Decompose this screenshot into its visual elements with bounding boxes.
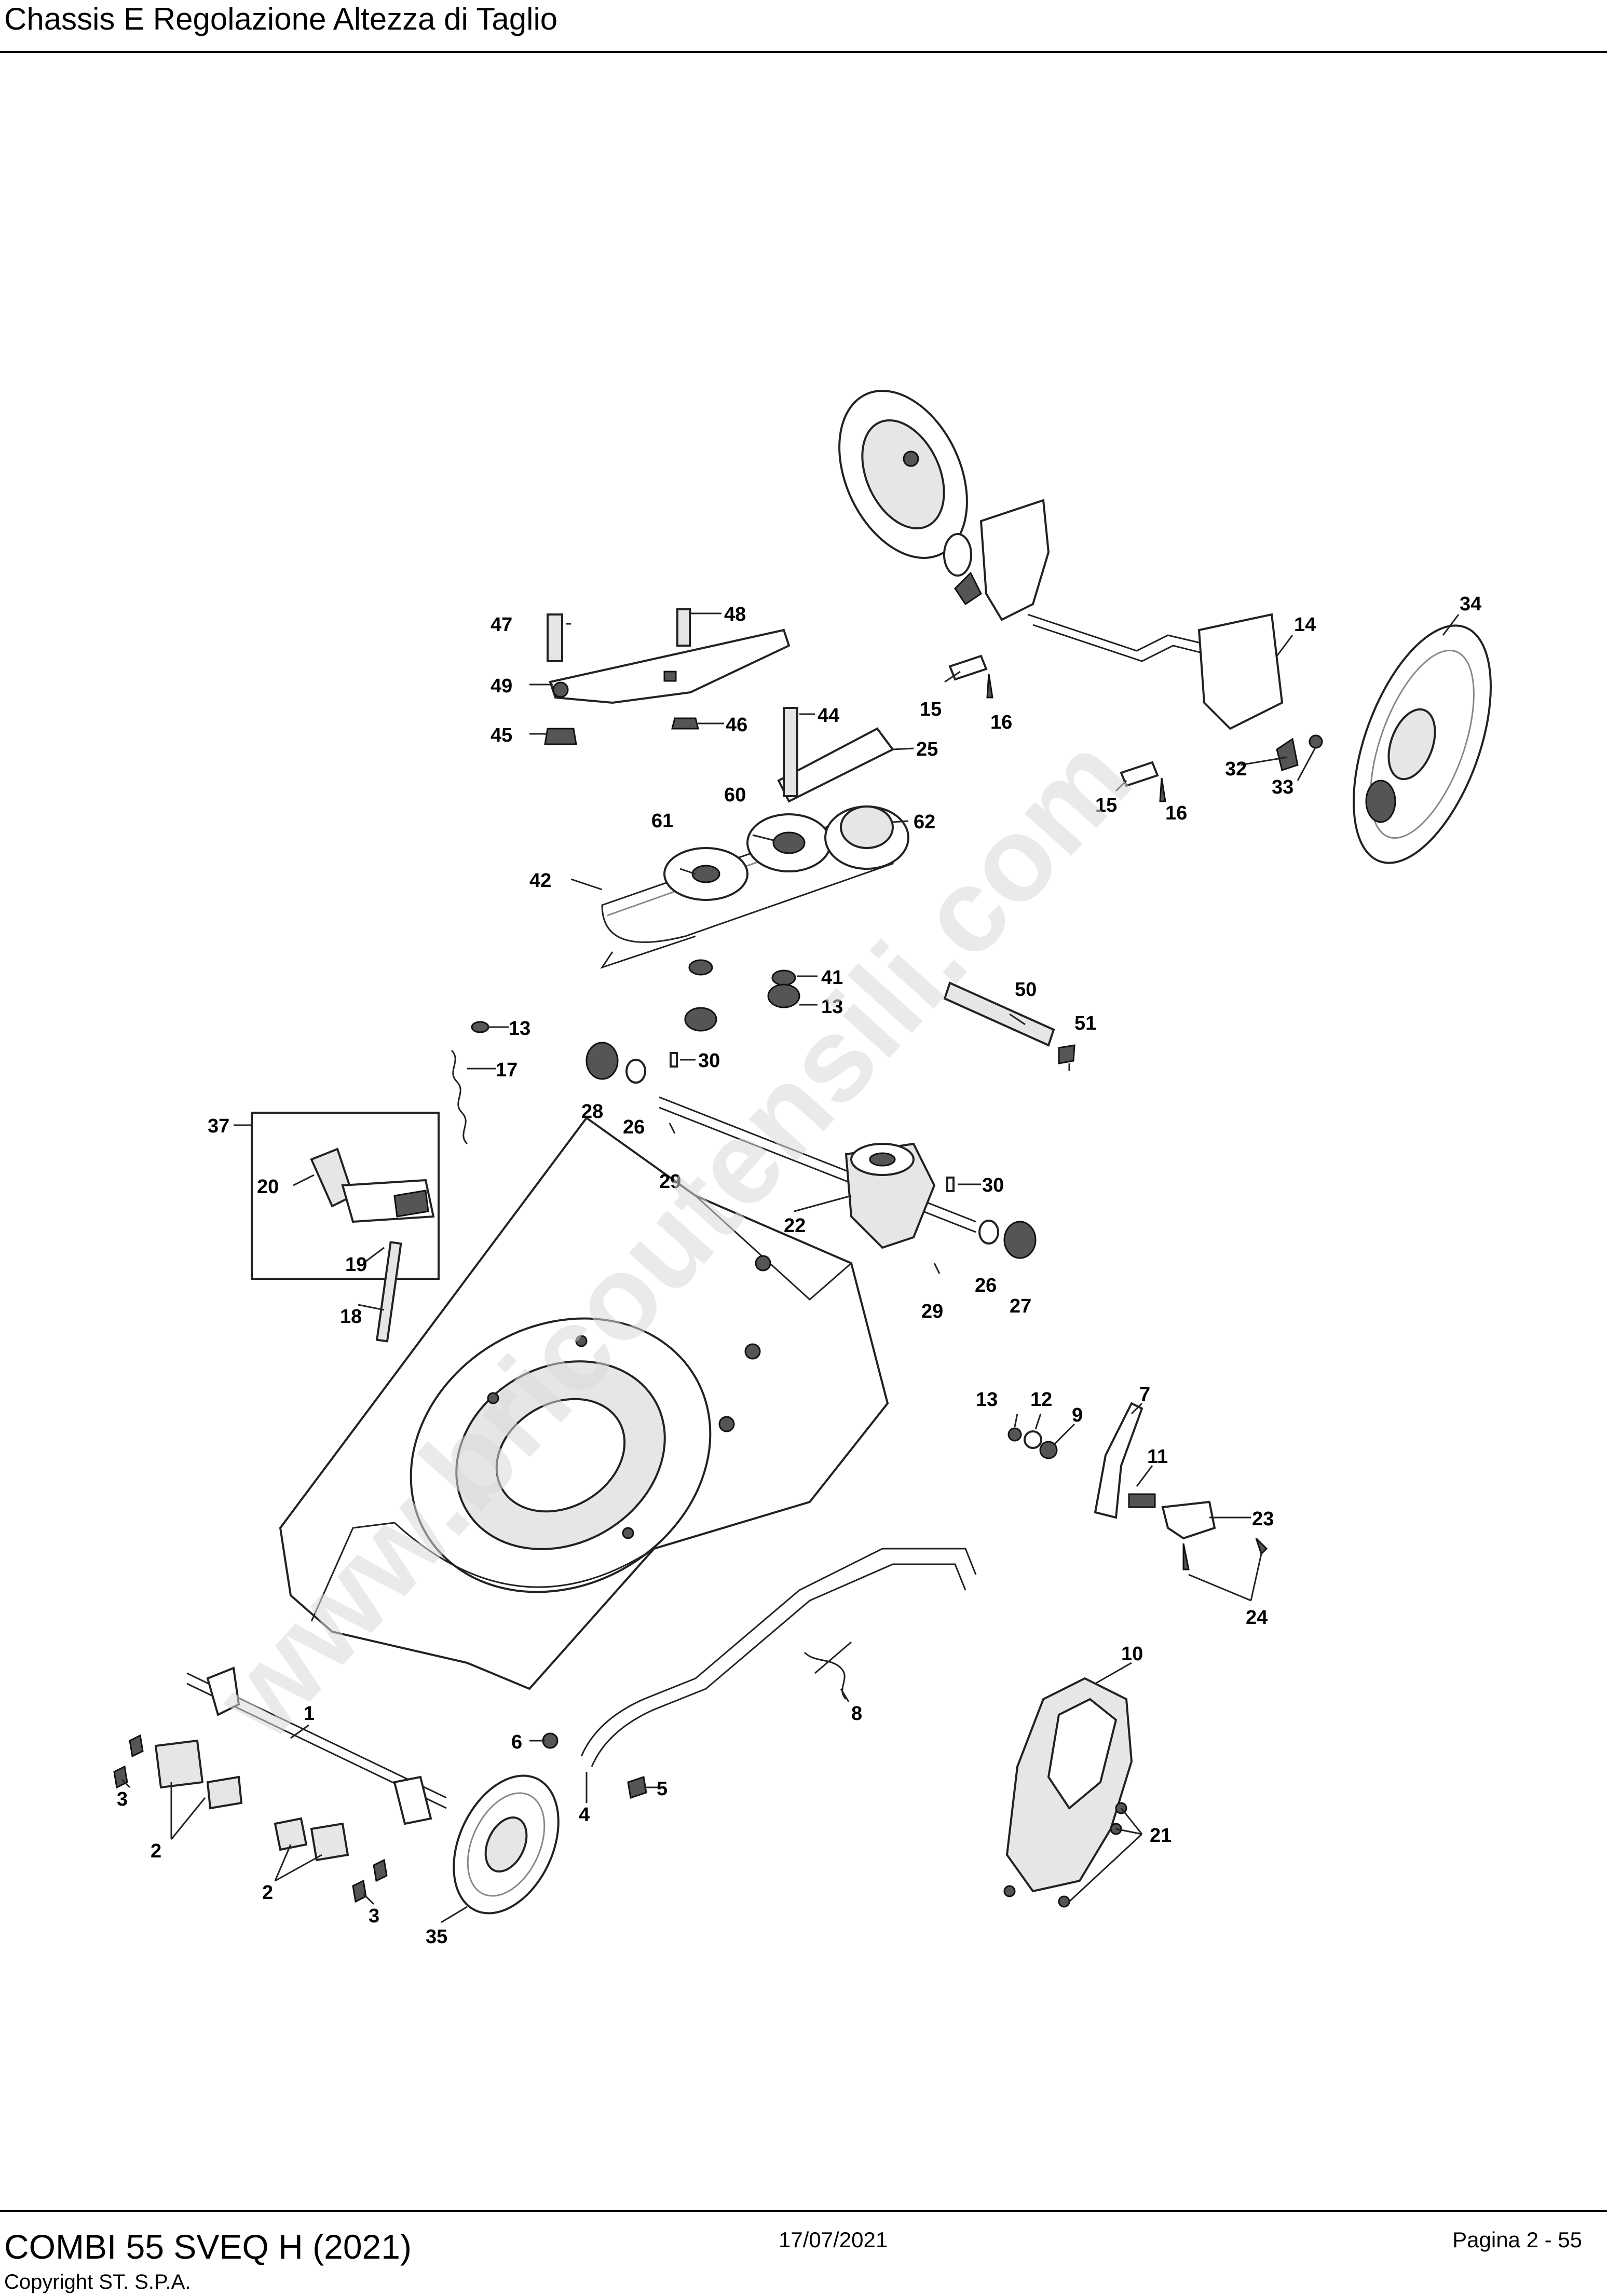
mower-deck <box>279 1116 889 1690</box>
front-height-bar-4 <box>542 1548 977 1799</box>
page-title: Chassis E Regolazione Altezza di Taglio <box>4 2 558 36</box>
callout-35: 35 <box>426 1926 447 1948</box>
callout-33: 33 <box>1272 776 1293 798</box>
callout-51: 51 <box>1074 1013 1096 1034</box>
callout-7: 7 <box>1139 1384 1150 1405</box>
callout-labels: 47 48 49 45 46 44 25 15 16 14 34 32 33 1… <box>117 593 1481 1948</box>
callout-9: 9 <box>1072 1404 1083 1426</box>
height-lever-7 <box>1007 1402 1268 1570</box>
footer-date: 17/07/2021 <box>779 2227 888 2252</box>
callout-32: 32 <box>1225 758 1247 780</box>
callout-44: 44 <box>818 705 839 727</box>
callout-2-left: 2 <box>151 1840 161 1862</box>
callout-48: 48 <box>724 604 746 625</box>
callout-45: 45 <box>491 725 512 746</box>
spring-17 <box>451 1021 489 1145</box>
callout-1: 1 <box>304 1703 315 1725</box>
callout-10: 10 <box>1121 1643 1143 1665</box>
lever-assembly-37 <box>251 1112 440 1343</box>
callout-15-upper: 15 <box>920 699 942 720</box>
callout-3-right: 3 <box>369 1905 379 1927</box>
callout-30-left: 30 <box>698 1050 720 1072</box>
callout-60: 60 <box>724 784 746 806</box>
callout-13-belt: 13 <box>821 996 843 1018</box>
link-49 <box>544 608 791 745</box>
callout-29-right: 29 <box>921 1301 943 1322</box>
callout-16-upper: 16 <box>990 712 1012 733</box>
callout-8: 8 <box>851 1703 862 1725</box>
callout-16-lower: 16 <box>1165 802 1187 824</box>
footer-page-number: Pagina 2 - 55 <box>1452 2227 1582 2252</box>
clip-15-upper <box>948 654 993 699</box>
callout-34: 34 <box>1460 593 1481 615</box>
callout-27: 27 <box>1010 1295 1031 1317</box>
callout-24: 24 <box>1246 1607 1268 1629</box>
callout-6: 6 <box>511 1731 522 1753</box>
callout-28: 28 <box>581 1101 603 1123</box>
footer-model: COMBI 55 SVEQ H (2021) <box>4 2227 412 2266</box>
callout-20: 20 <box>257 1176 279 1198</box>
rear-guard-10 <box>1003 1677 1133 1908</box>
callout-25: 25 <box>916 739 938 760</box>
front-axle-1 <box>186 1666 447 1825</box>
callout-3-left: 3 <box>117 1788 128 1810</box>
drive-shaft-gearbox <box>585 981 1075 1274</box>
callout-47: 47 <box>491 614 512 636</box>
callout-13-lever: 13 <box>976 1389 998 1411</box>
callout-17: 17 <box>496 1059 517 1081</box>
leader-lines <box>121 612 1460 1923</box>
callout-61: 61 <box>651 810 673 832</box>
front-wheel-35 <box>453 1774 560 1915</box>
callout-13-spring: 13 <box>509 1018 530 1040</box>
clip-15-lower <box>1120 761 1166 802</box>
callout-30-right: 30 <box>982 1174 1004 1196</box>
callout-50: 50 <box>1015 979 1037 1001</box>
callout-18: 18 <box>340 1306 362 1328</box>
callout-5: 5 <box>657 1778 668 1800</box>
callout-26-right: 26 <box>975 1275 997 1296</box>
callout-11: 11 <box>1147 1446 1168 1468</box>
callout-42: 42 <box>529 870 551 892</box>
callout-37: 37 <box>208 1115 229 1137</box>
drive-belt-and-pulleys <box>600 707 909 1032</box>
footer-copyright: Copyright ST. S.P.A. <box>4 2271 191 2293</box>
callout-14: 14 <box>1294 614 1316 636</box>
callout-26-left: 26 <box>623 1116 645 1138</box>
header-rule <box>0 51 1607 53</box>
callout-23: 23 <box>1252 1508 1274 1530</box>
rear-wheel-left-hub <box>838 390 972 577</box>
callout-19: 19 <box>345 1254 367 1276</box>
callout-21: 21 <box>1150 1825 1172 1847</box>
callout-41: 41 <box>821 967 843 989</box>
callout-4: 4 <box>579 1804 590 1826</box>
callout-12: 12 <box>1030 1389 1052 1411</box>
callout-62: 62 <box>914 811 935 833</box>
callout-15-lower: 15 <box>1095 795 1117 816</box>
rear-wheel-right <box>1309 624 1492 864</box>
brackets-2-screws-3 <box>113 1734 388 1903</box>
callout-29-left: 29 <box>659 1171 681 1193</box>
footer-rule <box>0 2210 1607 2212</box>
callout-2-right: 2 <box>262 1882 273 1904</box>
exploded-parts-diagram: 47 48 49 45 46 44 25 15 16 14 34 32 33 1… <box>0 54 1607 2208</box>
callout-46: 46 <box>726 714 747 736</box>
callout-22: 22 <box>784 1215 806 1237</box>
rear-axle-height-bracket <box>954 499 1299 771</box>
callout-49: 49 <box>491 675 512 697</box>
